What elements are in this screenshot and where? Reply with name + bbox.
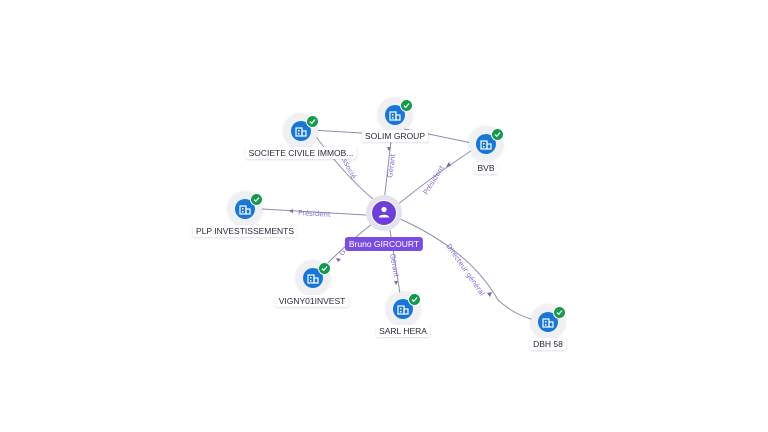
company-label-plp: PLP INVESTISSEMENTS: [192, 225, 298, 237]
company-building-icon: [538, 312, 558, 332]
edge-plp: [261, 208, 367, 216]
arrow-bvb: [446, 162, 451, 167]
arrow-sarl-hera: [394, 281, 398, 285]
edge-label-dbh58: Directeur général: [444, 243, 486, 298]
company-node-sarl-hera[interactable]: [386, 292, 421, 326]
verified-check-icon: [400, 99, 413, 112]
company-node-dbh58[interactable]: [531, 305, 566, 339]
company-building-icon: [303, 268, 323, 288]
edge-label-plp: Président: [298, 209, 331, 219]
arrow-solim: [387, 147, 391, 151]
company-node-solim-group[interactable]: [378, 98, 413, 132]
company-label-societe-civile: SOCIETE CIVILE IMMOB...: [245, 147, 357, 159]
company-label-vigny01: VIGNY01INVEST: [275, 295, 349, 307]
arrow-vigny01: [336, 258, 341, 262]
edge-label-vigny01: G: [338, 248, 348, 257]
company-building-icon: [476, 134, 496, 154]
verified-check-icon: [553, 306, 566, 319]
verified-check-icon: [491, 128, 504, 141]
arrow-plp: [289, 209, 293, 213]
company-building-icon: [235, 199, 255, 219]
edge-label-bvb: Président: [422, 164, 446, 196]
verified-check-icon: [318, 262, 331, 275]
edge-label-solim: Gérant: [386, 153, 397, 178]
verified-check-icon: [408, 293, 421, 306]
company-building-icon: [385, 105, 405, 125]
edge-label-sarl-hera: Gérant: [388, 253, 400, 278]
verified-check-icon: [306, 115, 319, 128]
arrow-dbh58: [487, 292, 492, 297]
company-label-sarl-hera: SARL HERA: [376, 325, 430, 337]
company-label-dbh58: DBH 58: [530, 338, 566, 350]
person-node[interactable]: [366, 195, 402, 231]
edge-dbh58: [397, 217, 549, 323]
company-label-bvb: BVB: [474, 162, 498, 174]
company-node-societe-civile[interactable]: [284, 114, 319, 148]
verified-check-icon: [250, 193, 263, 206]
company-node-bvb[interactable]: [469, 127, 504, 161]
company-building-icon: [393, 299, 413, 319]
user-icon: [371, 200, 397, 226]
company-node-plp[interactable]: [228, 192, 263, 226]
person-name-label[interactable]: Bruno GIRCOURT: [344, 237, 424, 251]
company-building-icon: [291, 121, 311, 141]
company-node-vigny01[interactable]: [296, 261, 331, 295]
company-label-solim-group: SOLIM GROUP: [362, 130, 428, 142]
